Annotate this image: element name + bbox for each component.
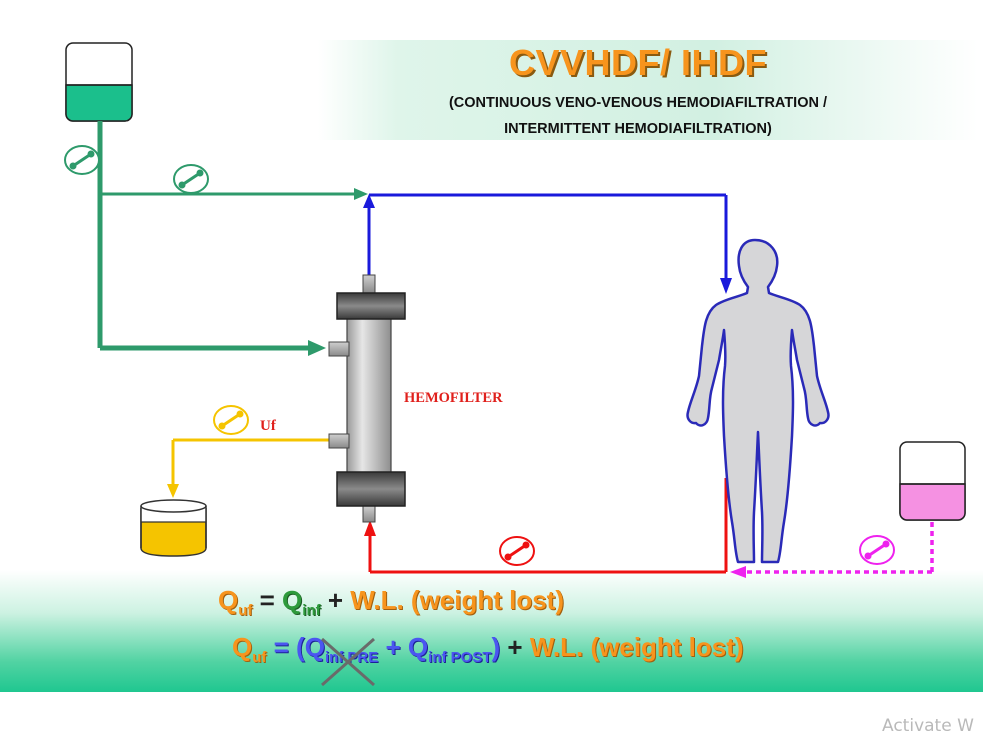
effluent-line <box>167 438 331 498</box>
venous-line <box>363 193 732 294</box>
dialysate-bag <box>65 42 133 122</box>
replacement-line <box>730 522 934 578</box>
arterial-line <box>364 478 728 574</box>
quf-symbol: Quf <box>218 585 253 619</box>
watermark: Activate W <box>882 716 974 736</box>
pump-icon <box>213 405 249 435</box>
replacement-bag <box>899 441 966 521</box>
equals-sign: = <box>252 585 283 615</box>
weight-lost-term: W.L. (weight lost) <box>350 585 565 615</box>
plus-sign: + <box>378 632 408 662</box>
hemofilter <box>328 274 406 523</box>
hemofilter-label: HEMOFILTER <box>404 390 503 406</box>
qinf-post-symbol: Qinf POST <box>407 632 492 666</box>
equals-paren: = ( <box>266 632 305 662</box>
pump-icon <box>64 145 100 175</box>
plus-sign: + <box>500 632 530 662</box>
qinf-symbol: Qinf <box>282 585 321 619</box>
pump-icon <box>173 164 209 194</box>
dialysate-line <box>97 121 368 356</box>
subtitle-line-2: INTERMITTENT HEMODIAFILTRATION) <box>504 121 772 137</box>
subtitle-line-1: (CONTINUOUS VENO-VENOUS HEMODIAFILTRATIO… <box>448 95 828 111</box>
formula-band <box>0 570 983 692</box>
pump-icon <box>859 535 895 565</box>
subtitle: (CONTINUOUS VENO-VENOUS HEMODIAFILTRATIO… <box>318 90 958 142</box>
formula-1: Quf = Qinf + W.L. (weight lost) <box>218 585 564 619</box>
close-paren: ) <box>491 632 501 662</box>
effluent-container <box>140 499 207 557</box>
pump-icon <box>499 536 535 566</box>
strike-cross-icon <box>321 637 375 687</box>
patient-body <box>686 238 830 564</box>
plus-sign: + <box>320 585 351 615</box>
page-title: CVVHDF/ IHDF <box>509 42 767 83</box>
uf-label: Uf <box>260 418 276 434</box>
quf-symbol: Quf <box>232 632 267 666</box>
title-band <box>318 40 978 140</box>
formula-2: Quf = (Qinf PRE + Qinf POST) + W.L. (wei… <box>232 632 744 666</box>
weight-lost-term: W.L. (weight lost) <box>529 632 744 662</box>
